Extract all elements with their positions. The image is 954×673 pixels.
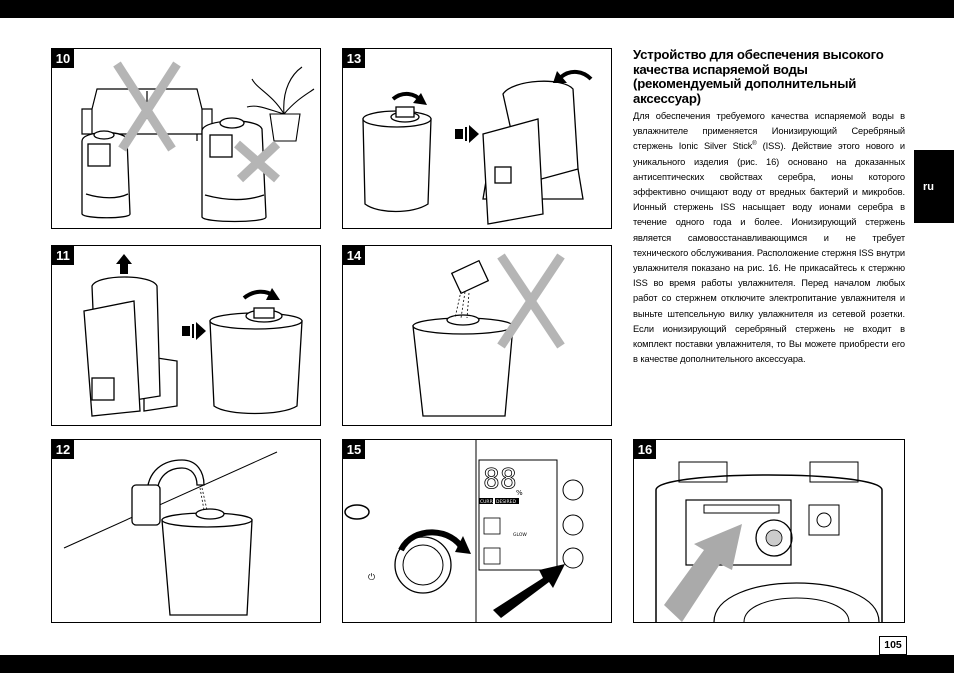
figure-12: 12 [51, 439, 321, 623]
language-label: ru [923, 181, 934, 193]
lift-tank-illustration [83, 254, 303, 417]
figure-number: 11 [52, 246, 74, 265]
body-text-rest: (ISS). Действие этого нового и уникально… [633, 141, 905, 365]
figure-number: 13 [343, 49, 365, 68]
figure-16: 16 [633, 439, 905, 623]
no-near-furniture-illustration [81, 61, 315, 223]
svg-text:⏻: ⏻ [368, 572, 375, 583]
page-number: 105 [879, 636, 907, 655]
display-percent: % [516, 489, 523, 497]
figure-number: 12 [52, 440, 74, 459]
section-body: Для обеспечения требуемого качества испа… [633, 109, 905, 367]
figure-13: 13 [342, 48, 612, 229]
label-glow: GLOW [513, 532, 527, 538]
registered-mark: ® [752, 141, 757, 148]
figure-10: 10 [51, 48, 321, 229]
remove-cap-illustration [362, 70, 593, 225]
label-desired: DESIRED [496, 499, 516, 505]
figure-15: 15 ⏻ 88 % CURRENT DESIRED GLOW [342, 439, 612, 623]
body-text-start: Для обеспечения требуемого качества испа… [633, 111, 905, 152]
bottom-bar [0, 655, 954, 673]
label-current: CURRENT [480, 499, 502, 505]
figure-number: 10 [52, 49, 74, 68]
control-panel-illustration: ⏻ 88 % CURRENT DESIRED GLOW [344, 440, 584, 622]
top-bar [0, 0, 954, 18]
display-digits: 88 [483, 462, 517, 495]
figure-14: 14 [342, 245, 612, 426]
figure-number: 14 [343, 246, 365, 265]
figure-11: 11 [51, 245, 321, 426]
figure-number: 15 [343, 440, 365, 459]
fill-from-tap-illustration [63, 451, 278, 616]
no-additives-illustration [412, 253, 565, 417]
section-title: Устройство для обеспечения высокого каче… [633, 47, 884, 106]
language-tab: ru [914, 150, 954, 223]
figure-number: 16 [634, 440, 656, 459]
iss-location-illustration [655, 461, 883, 622]
